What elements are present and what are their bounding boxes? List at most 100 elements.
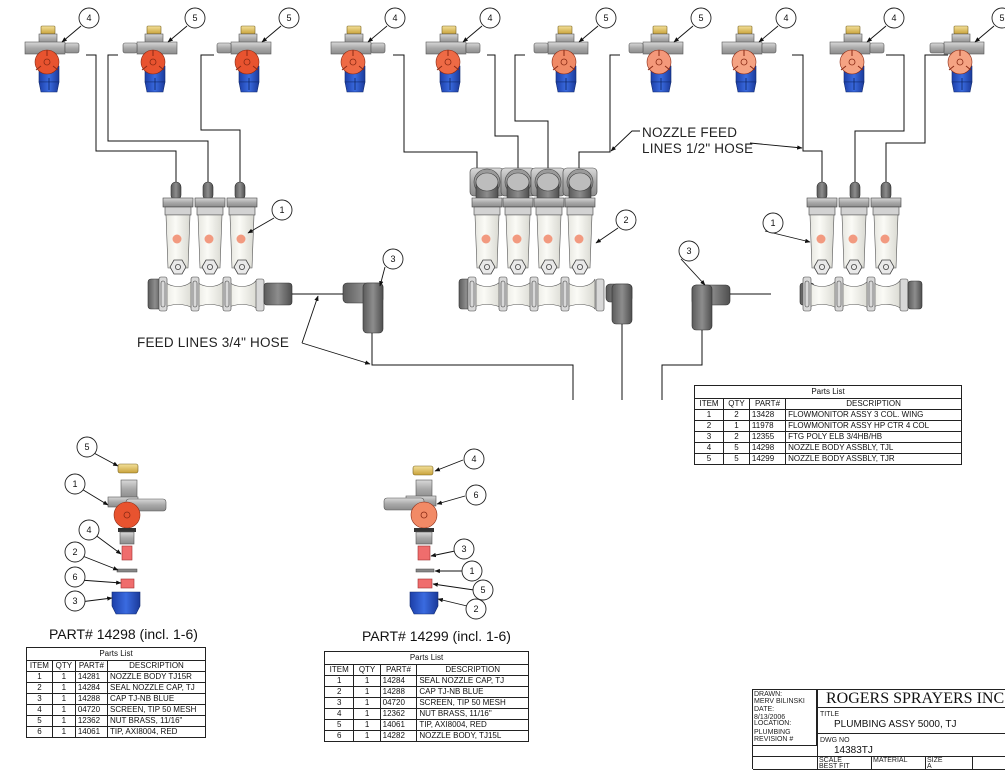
callout-manifold-left: 1 bbox=[247, 199, 293, 234]
qty-cell: 1 bbox=[353, 697, 381, 709]
callout-exploded-left-2-text: 2 bbox=[72, 547, 77, 557]
qty-cell: 1 bbox=[723, 420, 750, 432]
callout-exploded-left-3-text: 3 bbox=[72, 596, 77, 606]
qty-cell: 2 bbox=[723, 409, 750, 421]
flowmonitor-right bbox=[799, 181, 923, 312]
flowmonitor-left bbox=[147, 181, 293, 312]
item-cell: 1 bbox=[26, 671, 53, 683]
description-cell: SEAL NOZZLE CAP, TJ bbox=[416, 675, 529, 687]
label-leaders bbox=[301, 130, 803, 365]
callout-exploded-right-2: 2 bbox=[465, 598, 487, 620]
column-header: ITEM bbox=[323, 664, 355, 676]
description-cell: NUT BRASS, 11/16" bbox=[107, 715, 206, 727]
item-cell: 2 bbox=[26, 682, 53, 694]
column-header: PART# bbox=[74, 660, 109, 672]
callout-exploded-right-6-text: 6 bbox=[473, 490, 478, 500]
revision-label: REVISION # bbox=[754, 736, 794, 743]
nozzle-assembly bbox=[829, 25, 885, 93]
callout-elbow-right: 3 bbox=[678, 240, 706, 286]
callout-exploded-left-1-text: 1 bbox=[72, 479, 77, 489]
item-cell: 2 bbox=[693, 420, 725, 432]
qty-cell: 1 bbox=[353, 675, 381, 687]
part-number-cell: 14281 bbox=[74, 671, 109, 683]
column-header: PART# bbox=[748, 398, 787, 410]
qty-cell: 2 bbox=[723, 431, 750, 443]
column-header: DESCRIPTION bbox=[107, 660, 206, 672]
description-cell: CAP TJ-NB BLUE bbox=[416, 686, 529, 698]
callout-exploded-right-4: 4 bbox=[463, 448, 485, 470]
nozzle-feed-label-line2: LINES 1/2" HOSE bbox=[642, 141, 754, 156]
date-label: DATE: bbox=[754, 706, 775, 713]
callout-5: 5 bbox=[167, 7, 206, 43]
nozzle-assembly bbox=[628, 25, 684, 93]
exploded-view-14298 bbox=[79, 451, 167, 615]
parts-list-caption: Parts List bbox=[324, 651, 529, 665]
qty-cell: 5 bbox=[723, 442, 750, 454]
item-cell: 6 bbox=[26, 726, 53, 738]
dwg-label: DWG NO bbox=[820, 737, 850, 744]
description-cell: NOZZLE BODY ASSBLY, TJR bbox=[785, 453, 962, 465]
callout-4: 4 bbox=[61, 7, 100, 43]
column-header: DESCRIPTION bbox=[785, 398, 962, 410]
description-cell: SCREEN, TIP 50 MESH bbox=[416, 697, 529, 709]
feed-lines bbox=[292, 293, 771, 400]
item-cell: 4 bbox=[693, 442, 725, 454]
qty-cell: 1 bbox=[51, 726, 76, 738]
column-header: PART# bbox=[379, 664, 418, 676]
column-header: DESCRIPTION bbox=[416, 664, 529, 676]
location-label: LOCATION: bbox=[754, 720, 792, 727]
callout-elbow-right-text: 3 bbox=[686, 246, 691, 256]
item-cell: 3 bbox=[26, 693, 53, 705]
callout-5: 5 bbox=[673, 7, 712, 43]
part-number-cell: 04720 bbox=[74, 704, 109, 716]
company-name: ROGERS SPRAYERS INC. bbox=[826, 690, 1005, 707]
column-header: ITEM bbox=[26, 660, 53, 672]
item-cell: 4 bbox=[323, 708, 355, 720]
item-cell: 1 bbox=[323, 675, 355, 687]
callout-4: 4 bbox=[866, 7, 905, 43]
part-number-cell: 13428 bbox=[748, 409, 787, 421]
part-title-14298: PART# 14298 (incl. 1-6) bbox=[49, 626, 198, 642]
part-number-cell: 14061 bbox=[74, 726, 109, 738]
dwg-cell: DWG NO 14383TJ bbox=[817, 733, 1005, 757]
part-number-cell: 04720 bbox=[379, 697, 418, 709]
qty-cell: 1 bbox=[51, 682, 76, 694]
nozzle-feed-label-line1: NOZZLE FEED bbox=[642, 125, 738, 140]
description-cell: NOZZLE BODY ASSBLY, TJL bbox=[785, 442, 962, 454]
callout-5-text: 5 bbox=[999, 13, 1004, 23]
callout-elbow-left-text: 3 bbox=[390, 254, 395, 264]
callout-exploded-left-3: 3 bbox=[64, 590, 86, 612]
feed-lines-label: FEED LINES 3/4" HOSE bbox=[137, 335, 290, 350]
callout-manifold-left-text: 1 bbox=[279, 205, 284, 215]
callout-exploded-right-3: 3 bbox=[453, 538, 475, 560]
callout-5-text: 5 bbox=[286, 13, 291, 23]
title-value: PLUMBING ASSY 5000, TJ bbox=[834, 719, 957, 730]
callout-4: 4 bbox=[367, 7, 406, 43]
qty-cell: 1 bbox=[51, 704, 76, 716]
description-cell: NOZZLE BODY, TJ15L bbox=[416, 730, 529, 742]
part-number-cell: 14061 bbox=[379, 719, 418, 731]
callout-exploded-right-2-text: 2 bbox=[473, 604, 478, 614]
description-cell: TIP, AXI8004, RED bbox=[416, 719, 529, 731]
item-cell: 3 bbox=[693, 431, 725, 443]
callout-manifold-center-text: 2 bbox=[623, 215, 628, 225]
elbow-right bbox=[691, 284, 731, 331]
item-cell: 2 bbox=[323, 686, 355, 698]
nozzle-assembly bbox=[533, 25, 589, 93]
item-cell: 3 bbox=[323, 697, 355, 709]
callout-exploded-left-6-text: 6 bbox=[72, 572, 77, 582]
